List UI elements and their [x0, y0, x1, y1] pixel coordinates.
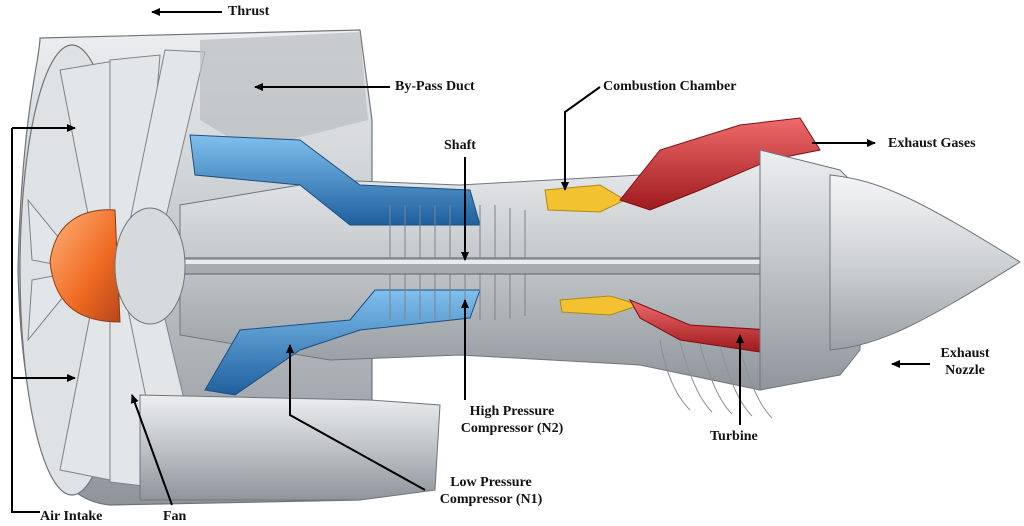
combustion-chamber-leader: [561, 86, 601, 191]
label-lpc-line2: Compressor (N1): [439, 492, 543, 507]
lp-compressor-lower: [204, 289, 481, 396]
label-exhaust-nozzle: Exhaust Nozzle: [932, 345, 998, 379]
label-hpc-line1: High Pressure: [469, 404, 555, 419]
label-high-pressure-compressor: High Pressure Compressor (N2): [448, 403, 576, 437]
combustor-lower: [559, 295, 642, 316]
exhaust-cone: [829, 174, 1021, 351]
label-thrust: Thrust: [228, 4, 270, 19]
lower-fan-cowl: [139, 394, 441, 501]
label-combustion-chamber: Combustion Chamber: [603, 79, 737, 94]
spinner-hub: [114, 207, 186, 325]
leader-lines: [11, 8, 930, 513]
label-low-pressure-compressor: Low Pressure Compressor (N1): [427, 474, 555, 508]
label-fan: Fan: [163, 509, 187, 524]
label-exhaust-gases: Exhaust Gases: [888, 136, 976, 151]
bypass-duct-shade: [200, 32, 368, 150]
label-exhaust-nozzle-line2: Nozzle: [945, 363, 985, 378]
lpc-leader: [286, 344, 426, 491]
fan-leader: [130, 394, 173, 506]
label-lpc-line1: Low Pressure: [450, 475, 532, 490]
label-shaft: Shaft: [444, 138, 476, 153]
label-bypass-duct: By-Pass Duct: [395, 79, 475, 94]
combustor-upper: [544, 184, 627, 213]
label-hpc-line2: Compressor (N2): [460, 421, 564, 436]
label-air-intake: Air Intake: [40, 509, 103, 524]
label-exhaust-nozzle-line1: Exhaust: [940, 346, 990, 361]
turbine-upper: [619, 117, 821, 211]
engine-body: [17, 29, 1021, 506]
label-turbine: Turbine: [710, 429, 758, 444]
air-intake-bracket: [11, 128, 40, 513]
engine-shaft-highlight: [180, 260, 780, 264]
turbine-blades: [659, 339, 773, 419]
